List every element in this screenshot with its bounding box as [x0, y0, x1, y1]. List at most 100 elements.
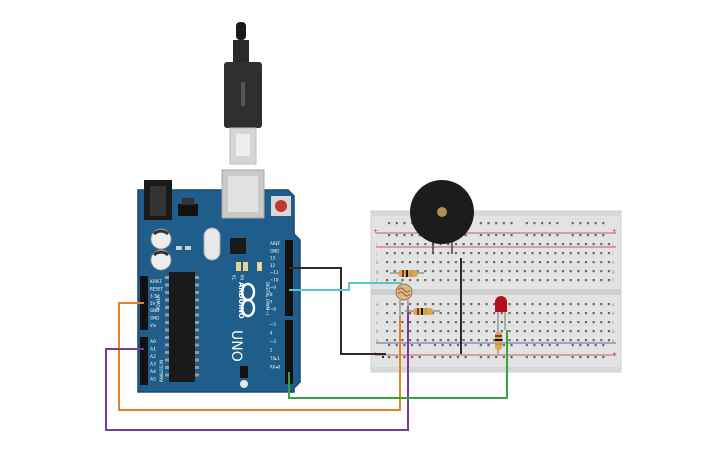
- breadboard-hole: [508, 303, 511, 306]
- breadboard-hole: [386, 339, 389, 342]
- chip-pin: [165, 358, 169, 362]
- resistor-icon[interactable]: [495, 326, 502, 354]
- breadboard-hole: [546, 270, 549, 273]
- row-letter: h: [376, 260, 379, 265]
- wire-orange-5v[interactable]: [118, 302, 401, 411]
- resistor-icon[interactable]: [405, 308, 440, 315]
- digital-pin-label: ~11: [270, 270, 279, 275]
- breadboard-hole: [533, 356, 536, 359]
- breadboard-hole: [439, 279, 442, 282]
- breadboard-hole: [554, 339, 557, 342]
- breadboard-hole: [454, 243, 458, 246]
- chip-pin: [195, 351, 199, 354]
- breadboard-hole: [539, 279, 542, 282]
- breadboard-hole: [408, 279, 412, 282]
- tx-led-label: TX: [232, 275, 237, 281]
- arduino-uno-board[interactable]: TX RX L ARDUINO UNO POWER IOREFRESET3.3V…: [137, 169, 301, 393]
- breadboard-hole: [410, 356, 414, 359]
- breadboard-hole: [561, 261, 565, 264]
- breadboard-hole: [439, 312, 442, 315]
- breadboard-hole: [454, 339, 458, 342]
- breadboard-hole: [600, 243, 603, 246]
- breadboard-hole: [592, 270, 595, 273]
- breadboard-hole: [401, 279, 404, 282]
- breadboard-hole: [569, 252, 572, 255]
- breadboard-hole: [525, 222, 528, 225]
- led-icon[interactable]: [495, 296, 507, 330]
- analog-pin-label: A4: [150, 369, 156, 375]
- breadboard-hole: [454, 270, 458, 273]
- breadboard-hole: [546, 339, 549, 342]
- breadboard-hole: [477, 330, 480, 333]
- analog-header: [140, 337, 148, 385]
- wire-green-pin2[interactable]: [288, 330, 508, 399]
- breadboard-hole: [416, 321, 419, 324]
- breadboard-hole: [447, 339, 450, 342]
- breadboard-hole: [508, 330, 511, 333]
- digital-pin-label: 12: [270, 263, 276, 268]
- breadboard-hole: [531, 303, 534, 306]
- breadboard-hole: [500, 252, 503, 255]
- wire-black-gnd[interactable]: [289, 267, 386, 355]
- breadboard-hole: [388, 222, 391, 225]
- power-header-title: POWER: [156, 295, 161, 310]
- breadboard-hole: [516, 321, 519, 324]
- photoresistor-icon[interactable]: [395, 283, 413, 318]
- breadboard-hole: [395, 356, 398, 359]
- breadboard-hole: [485, 243, 488, 246]
- breadboard-hole: [548, 356, 551, 359]
- breadboard-hole: [571, 344, 574, 347]
- breadboard-hole: [586, 222, 590, 225]
- breadboard-hole: [403, 222, 406, 225]
- breadboard-hole: [477, 303, 480, 306]
- breadboard-hole: [462, 279, 465, 282]
- breadboard-hole: [600, 261, 603, 264]
- breadboard-hole: [449, 356, 452, 359]
- wire-teal-pin12[interactable]: [289, 282, 402, 291]
- breadboard-hole: [556, 344, 559, 347]
- chip-pin: [195, 276, 199, 279]
- breadboard-hole: [508, 252, 511, 255]
- breadboard-hole: [408, 261, 412, 264]
- digital-header-lower: [285, 320, 293, 384]
- breadboard-hole: [408, 330, 412, 333]
- breadboard-hole: [531, 279, 534, 282]
- breadboard-hole: [485, 312, 488, 315]
- rx-led-label: RX: [240, 274, 245, 280]
- chip-pin: [165, 351, 169, 354]
- breadboard-hole: [579, 344, 582, 347]
- breadboard-hole: [592, 321, 595, 324]
- breadboard-hole: [516, 303, 519, 306]
- breadboard-hole: [600, 321, 603, 324]
- row-letter: d: [612, 311, 615, 316]
- breadboard-hole: [493, 252, 496, 255]
- row-letter: b: [612, 329, 615, 334]
- breadboard-hole: [493, 279, 496, 282]
- breadboard-hole: [477, 321, 480, 324]
- breadboard-hole: [408, 303, 412, 306]
- breadboard-hole: [516, 261, 519, 264]
- chip-pin: [195, 291, 199, 294]
- breadboard-hole: [548, 234, 551, 237]
- breadboard-hole: [388, 234, 391, 237]
- breadboard-hole: [584, 252, 588, 255]
- breadboard-hole: [600, 312, 603, 315]
- buzzer-icon[interactable]: [410, 180, 474, 254]
- breadboard-hole: [561, 252, 565, 255]
- usb-cable-icon[interactable]: [224, 22, 262, 165]
- breadboard-hole: [554, 303, 557, 306]
- breadboard-hole: [561, 339, 565, 342]
- breadboard-hole: [395, 234, 398, 237]
- breadboard-hole: [586, 234, 590, 237]
- row-letter: i: [612, 251, 613, 256]
- wire-purple-a0[interactable]: [105, 306, 409, 431]
- resistor-icon[interactable]: [390, 270, 424, 277]
- breadboard-hole: [401, 252, 404, 255]
- breadboard-hole: [607, 303, 611, 306]
- breadboard-hole: [462, 252, 465, 255]
- breadboard-hole: [607, 312, 611, 315]
- breadboard-hole: [418, 356, 421, 359]
- atmega-chip: [169, 272, 195, 382]
- breadboard-hole: [418, 234, 421, 237]
- breadboard-hole: [493, 303, 496, 306]
